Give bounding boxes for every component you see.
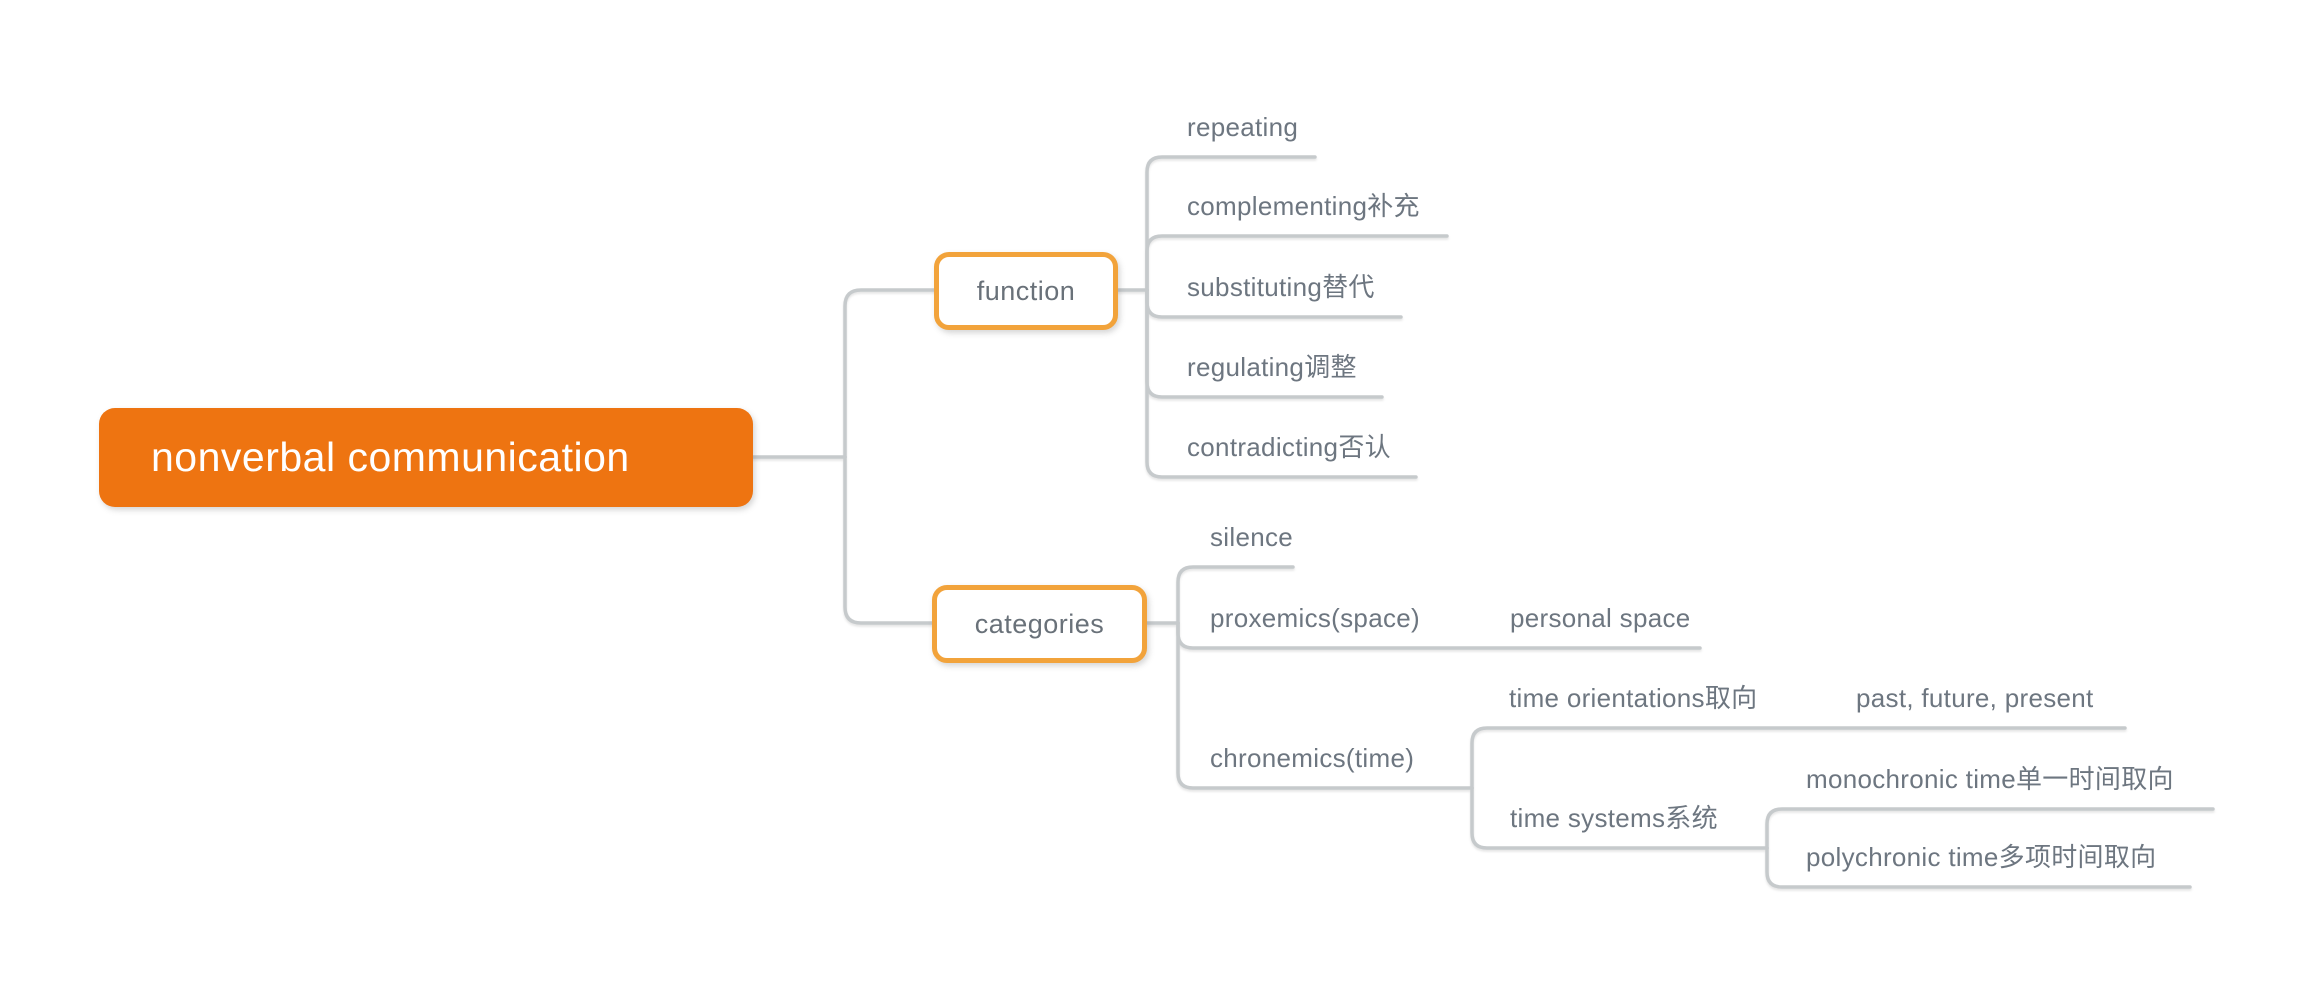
branch-topic-function[interactable]: function — [934, 252, 1118, 330]
leaf-topic-time-systems[interactable]: time systems系统 — [1510, 803, 1718, 833]
leaf-topic-monochronic[interactable]: monochronic time单一时间取向 — [1806, 764, 2174, 794]
leaf-topic-past-future-present[interactable]: past, future, present — [1856, 683, 2094, 713]
leaf-topic-substituting[interactable]: substituting替代 — [1187, 272, 1375, 302]
connector-polychronic — [1765, 846, 2192, 889]
branch-topic-categories[interactable]: categories — [932, 585, 1147, 663]
leaf-topic-complementing[interactable]: complementing补充 — [1187, 191, 1420, 221]
connector-complementing — [1145, 234, 1449, 292]
leaf-topic-time-orientations[interactable]: time orientations取向 — [1509, 683, 1758, 713]
connector-time-orientations — [1470, 726, 2127, 790]
connector-monochronic — [1765, 807, 2215, 850]
connector-branch-categories — [843, 455, 934, 625]
connector-branch-function — [843, 288, 937, 459]
connector-time-systems — [1470, 786, 1769, 850]
leaf-topic-contradicting[interactable]: contradicting否认 — [1187, 432, 1391, 462]
leaf-topic-chronemics[interactable]: chronemics(time) — [1210, 743, 1415, 773]
connector-repeating — [1145, 155, 1317, 292]
connector-chronemics — [1176, 621, 1474, 790]
leaf-topic-regulating[interactable]: regulating调整 — [1187, 352, 1357, 382]
leaf-topic-proxemics[interactable]: proxemics(space) — [1210, 603, 1420, 633]
connector-contradicting — [1145, 288, 1418, 479]
root-topic[interactable]: nonverbal communication — [99, 408, 753, 507]
leaf-topic-silence[interactable]: silence — [1210, 522, 1294, 552]
leaf-topic-personal-space[interactable]: personal space — [1510, 603, 1691, 633]
connector-silence — [1176, 565, 1295, 625]
leaf-topic-polychronic[interactable]: polychronic time多项时间取向 — [1806, 842, 2157, 872]
leaf-topic-repeating[interactable]: repeating — [1187, 112, 1299, 142]
